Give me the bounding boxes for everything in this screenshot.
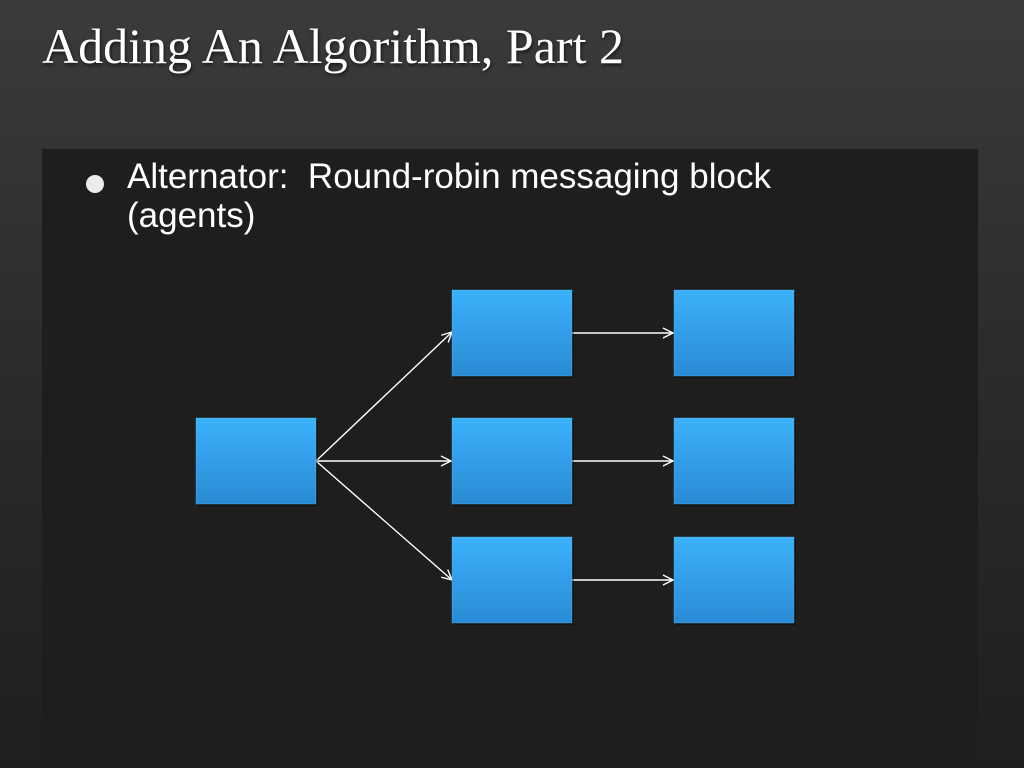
agent-node-mid-middle (451, 417, 573, 505)
edges-layer (315, 332, 673, 580)
bullet-item: Alternator: Round-robin messaging block … (86, 157, 806, 235)
agent-node-out-top (673, 289, 795, 377)
agent-node-mid-top (451, 289, 573, 377)
nodes-layer (195, 289, 796, 625)
arrow-source-to-mid-bottom (315, 460, 452, 580)
bullet-text: Alternator: Round-robin messaging block … (127, 157, 781, 235)
arrow-source-to-mid-top (315, 332, 452, 462)
agent-node-out-middle (673, 417, 795, 505)
slide-title: Adding An Algorithm, Part 2 (42, 18, 624, 74)
agent-node-out-bottom (673, 536, 795, 624)
bullet-dot-icon (86, 175, 104, 193)
agent-node-source (195, 417, 317, 505)
agent-node-mid-bottom (451, 536, 573, 624)
